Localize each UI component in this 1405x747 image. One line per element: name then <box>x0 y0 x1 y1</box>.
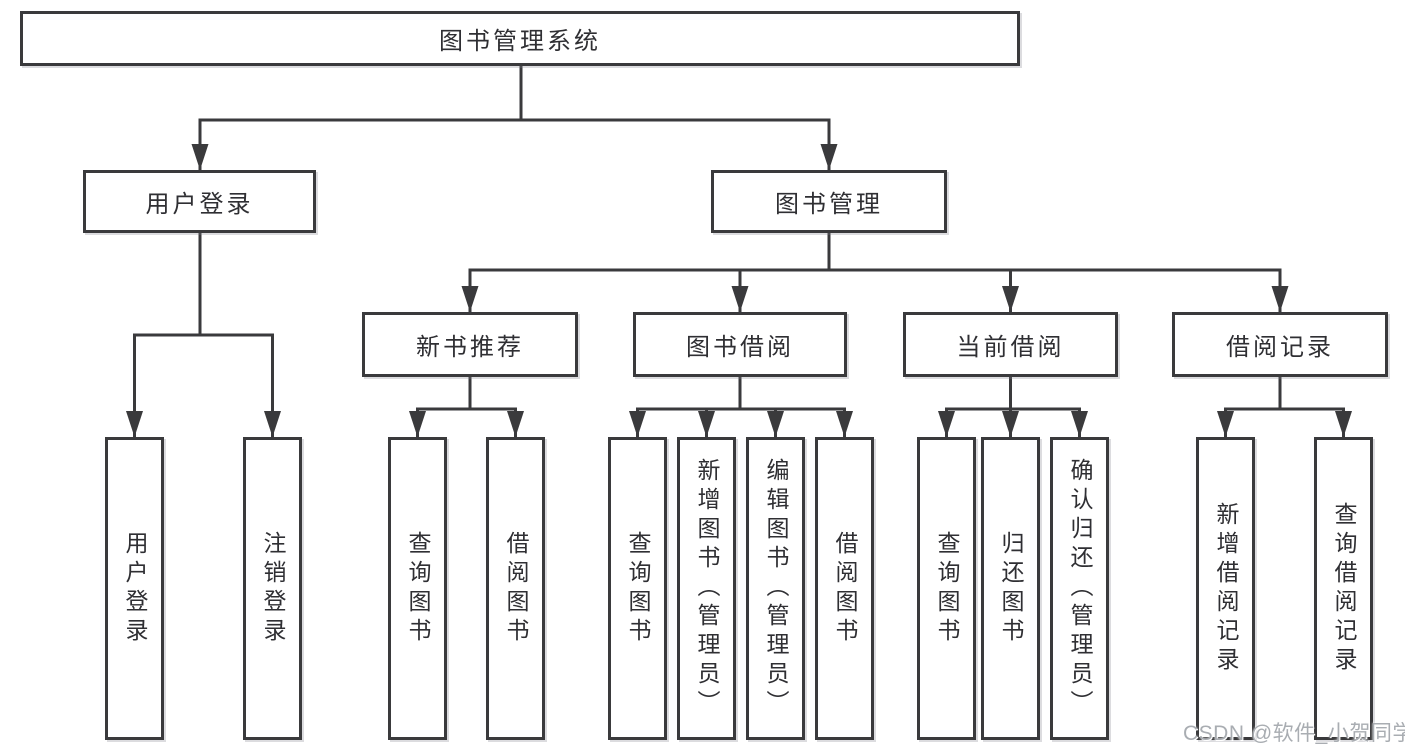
leaf-borrow-books-label: 借阅图书 <box>832 530 858 647</box>
leaf-borrow-books: 借阅图书 <box>815 437 874 740</box>
node-current-borrow-label: 当前借阅 <box>956 334 1065 361</box>
node-current-borrow: 当前借阅 <box>903 312 1118 377</box>
leaf-add-borrow-record: 新增借阅记录 <box>1196 437 1255 740</box>
leaf-query-books-current: 查询图书 <box>917 437 976 740</box>
node-root-label: 图书管理系统 <box>439 28 601 55</box>
leaf-edit-book-admin: 编辑图书（管理员） <box>746 437 805 740</box>
leaf-query-borrow-record-label: 查询借阅记录 <box>1331 501 1357 676</box>
leaf-borrow-books-recommend-label: 借阅图书 <box>503 530 529 647</box>
node-root: 图书管理系统 <box>20 11 1020 66</box>
leaf-add-borrow-record-label: 新增借阅记录 <box>1213 501 1239 676</box>
leaf-user-login: 用户登录 <box>105 437 164 740</box>
leaf-confirm-return-admin: 确认归还（管理员） <box>1050 437 1109 740</box>
watermark: CSDN @软件_小贺同学 <box>1183 722 1405 745</box>
node-borrow-records-label: 借阅记录 <box>1226 334 1334 361</box>
leaf-user-login-label: 用户登录 <box>122 530 148 647</box>
node-user-login-label: 用户登录 <box>145 191 254 218</box>
node-book-borrow-label: 图书借阅 <box>686 334 794 361</box>
leaf-return-book: 归还图书 <box>981 437 1040 740</box>
leaf-add-book-admin-label: 新增图书（管理员） <box>694 458 720 719</box>
leaf-logout: 注销登录 <box>243 437 302 740</box>
node-borrow-records: 借阅记录 <box>1172 312 1388 377</box>
leaf-return-book-label: 归还图书 <box>998 530 1024 647</box>
leaf-query-books-recommend: 查询图书 <box>388 437 447 740</box>
node-new-book-recommend: 新书推荐 <box>362 312 578 377</box>
leaf-borrow-books-recommend: 借阅图书 <box>486 437 545 740</box>
leaf-query-books-borrow-label: 查询图书 <box>625 530 651 647</box>
node-new-book-recommend-label: 新书推荐 <box>416 334 524 361</box>
leaf-add-book-admin: 新增图书（管理员） <box>677 437 736 740</box>
leaf-confirm-return-admin-label: 确认归还（管理员） <box>1067 458 1093 719</box>
leaf-query-books-current-label: 查询图书 <box>934 530 960 647</box>
node-book-management: 图书管理 <box>711 170 947 233</box>
node-user-login: 用户登录 <box>83 170 316 233</box>
leaf-query-books-recommend-label: 查询图书 <box>405 530 431 647</box>
leaf-query-borrow-record: 查询借阅记录 <box>1314 437 1373 740</box>
leaf-edit-book-admin-label: 编辑图书（管理员） <box>763 458 789 719</box>
leaf-query-books-borrow: 查询图书 <box>608 437 667 740</box>
node-book-management-label: 图书管理 <box>775 191 883 218</box>
node-book-borrow: 图书借阅 <box>633 312 847 377</box>
leaf-logout-label: 注销登录 <box>260 530 286 647</box>
